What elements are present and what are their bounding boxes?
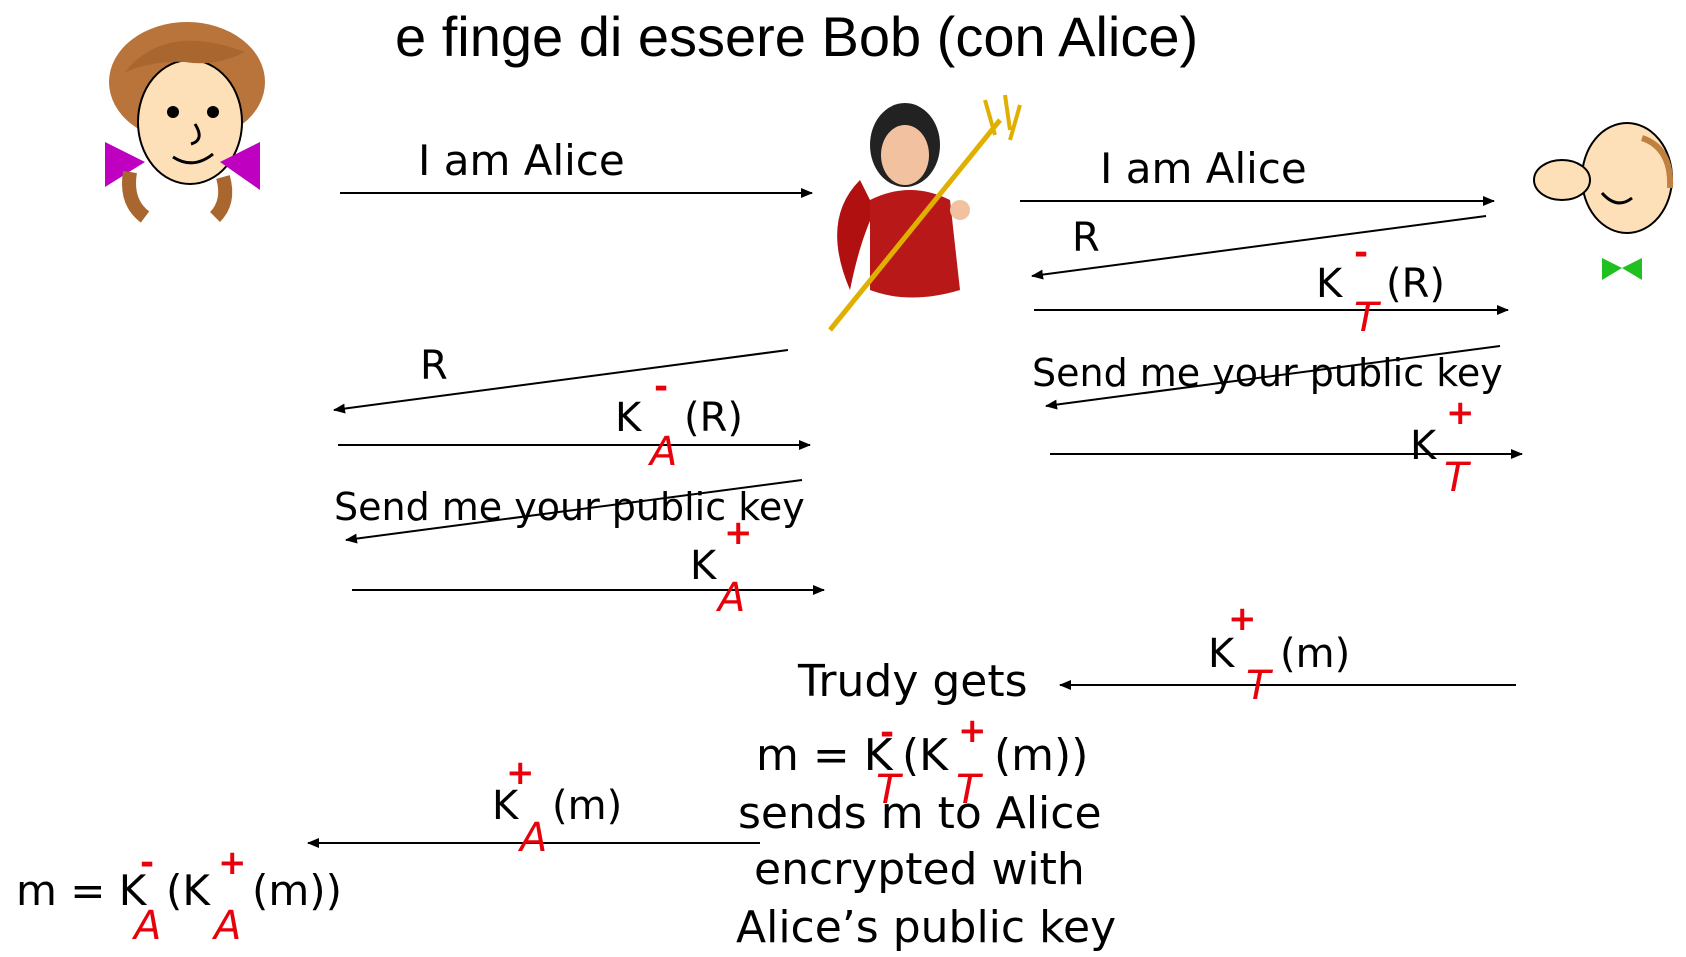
label-ka-r-paren: (R) (684, 395, 744, 441)
label-trudy-gets: Trudy gets (798, 656, 1028, 707)
label-eq1-t: T (876, 767, 901, 813)
label-ka-m-sub: A (520, 815, 548, 861)
trudy-devil-cartoon (828, 94, 1022, 332)
label-ka-m-m: (m) (552, 783, 623, 829)
label-sends-line3: Alice’s public key (736, 902, 1117, 953)
label-kt-plus-sign: + (1446, 393, 1475, 433)
label-eq1-t2: T (956, 767, 981, 813)
label-ka-minus-k: K (615, 395, 642, 441)
arrow-bob-to-trudy-r (1031, 215, 1487, 280)
label-eq2-plus: + (218, 843, 247, 883)
arrow-trudy-to-alice-send-key (345, 479, 803, 544)
slide-title: e finge di essere Bob (con Alice) (395, 5, 1199, 68)
label-ka-m-k: K (492, 783, 519, 829)
label-sends-line2: encrypted with (754, 844, 1085, 895)
label-ka-m-plus: + (506, 753, 535, 793)
label-kt-m-m: (m) (1280, 631, 1351, 677)
label-kt-m-sub: T (1246, 663, 1271, 709)
label-sends-line1: sends m to Alice (738, 788, 1102, 839)
label-kt-minus-sign: - (1354, 233, 1369, 273)
label-kt-plus-k: K (1410, 423, 1437, 469)
label-eq1-plus: + (958, 711, 987, 751)
label-eq2-end: (m)) (252, 866, 343, 915)
label-send-key-right: Send me your public key (1032, 351, 1503, 395)
label-ka-plus-sign: + (724, 513, 753, 553)
label-eq2-m: m = K (16, 866, 147, 915)
label-send-key-left: Send me your public key (334, 485, 805, 529)
label-eq2-a2: A (214, 903, 242, 949)
label-kt-r-paren: (R) (1386, 261, 1446, 307)
label-kt-plus-sub: T (1444, 455, 1469, 501)
label-ka-minus-sub: A (650, 429, 678, 475)
label-r-left: R (420, 343, 448, 389)
label-eq1-mid: (K (902, 730, 949, 781)
label-r-right: R (1072, 215, 1100, 261)
label-i-am-alice-right: I am Alice (1100, 144, 1307, 193)
label-kt-m-k: K (1208, 631, 1235, 677)
label-eq2-minus: - (140, 843, 155, 883)
arrow-bob-to-trudy-send-key (1045, 345, 1501, 410)
bob-cartoon (1533, 122, 1674, 280)
label-eq1-m: m = K (756, 730, 893, 781)
label-ka-minus-sign: - (654, 367, 669, 407)
label-eq1-minus: - (880, 713, 895, 753)
label-kt-m-plus: + (1228, 599, 1257, 639)
label-eq2-a: A (134, 903, 162, 949)
label-eq1-end: (m)) (994, 730, 1089, 781)
label-i-am-alice-left: I am Alice (418, 136, 625, 185)
arrow-trudy-to-alice-r (333, 349, 789, 414)
label-kt-minus-sub: T (1354, 295, 1379, 341)
label-eq2-mid: (K (166, 866, 210, 915)
alice-cartoon (105, 22, 265, 223)
label-ka-plus-k: K (690, 543, 717, 589)
label-ka-plus-sub: A (718, 575, 746, 621)
label-kt-minus-k: K (1316, 261, 1343, 307)
